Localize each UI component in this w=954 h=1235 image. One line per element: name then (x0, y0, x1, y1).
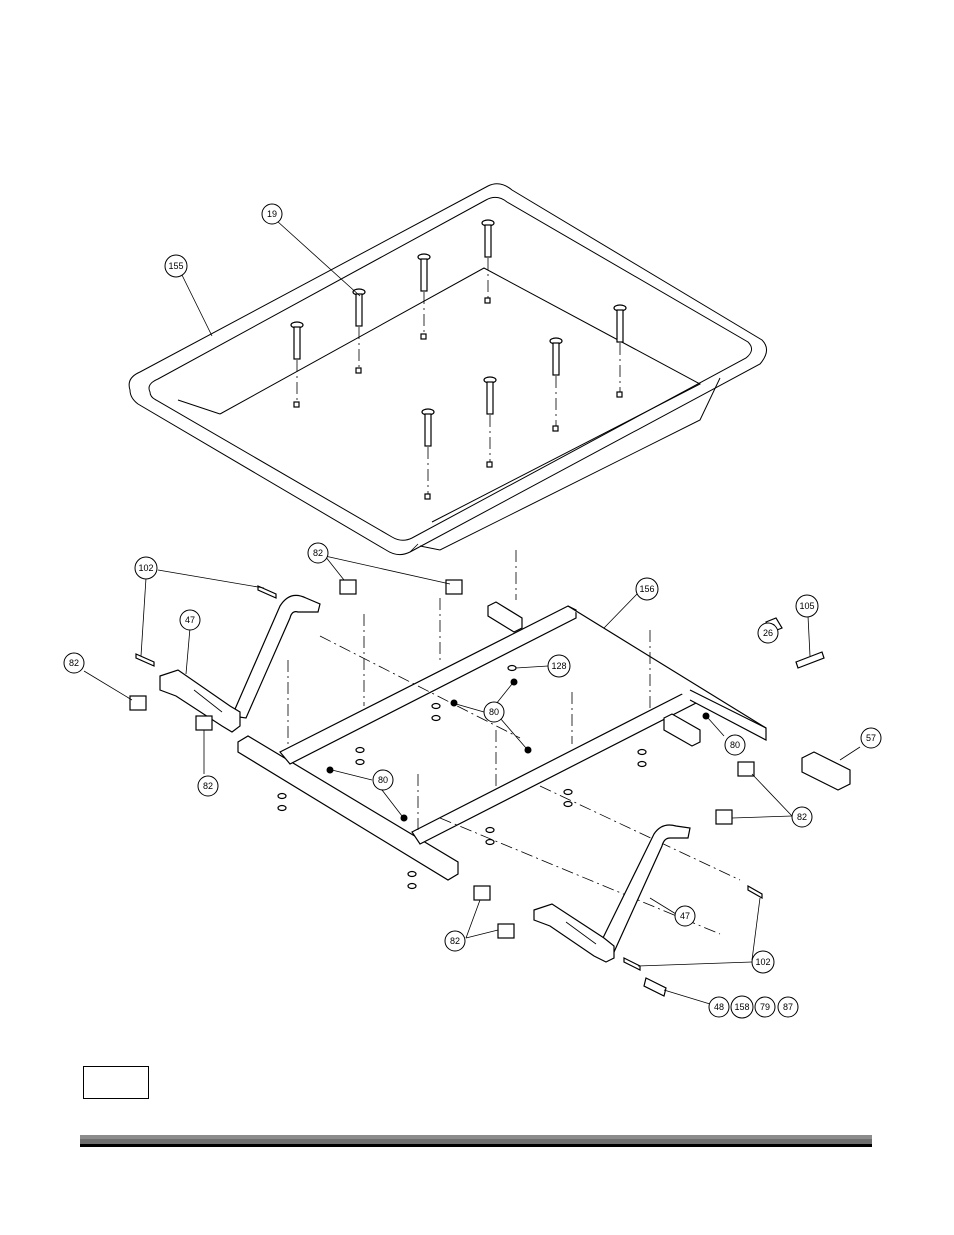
tub-bolt (421, 408, 435, 500)
tub-bolts (290, 219, 627, 500)
tub-bolt (481, 219, 495, 304)
svg-text:82: 82 (313, 548, 323, 558)
callout-128: 128 (547, 654, 571, 678)
svg-text:48: 48 (714, 1002, 724, 1012)
tub (128, 183, 767, 556)
leg-left (159, 594, 321, 733)
svg-text:156: 156 (639, 584, 654, 594)
svg-text:80: 80 (489, 707, 499, 717)
callout-80: 80 (483, 701, 505, 723)
svg-text:47: 47 (185, 615, 195, 625)
svg-text:105: 105 (799, 601, 814, 611)
callout-80: 80 (724, 734, 746, 756)
callout-79: 79 (754, 996, 776, 1018)
svg-text:80: 80 (730, 740, 740, 750)
footer-band-dark (80, 1144, 872, 1147)
tub-bolt (352, 288, 366, 374)
svg-text:80: 80 (378, 775, 388, 785)
svg-text:26: 26 (763, 628, 773, 638)
page-number-box (83, 1066, 149, 1099)
footer-rule (80, 1135, 872, 1149)
svg-text:79: 79 (760, 1002, 770, 1012)
callout-102: 102 (751, 950, 775, 974)
callout-158: 158 (730, 995, 754, 1019)
callout-47: 47 (674, 905, 696, 927)
svg-text:82: 82 (450, 936, 460, 946)
end-caps (129, 579, 755, 939)
tub-bolt (290, 321, 304, 408)
callout-82: 82 (63, 652, 85, 674)
frame (237, 550, 767, 935)
svg-text:19: 19 (267, 209, 277, 219)
callout-26: 26 (757, 622, 779, 644)
svg-text:158: 158 (734, 1002, 749, 1012)
svg-text:82: 82 (203, 781, 213, 791)
callout-155: 155 (164, 254, 188, 278)
callout-82: 82 (791, 806, 813, 828)
callout-156: 156 (635, 577, 659, 601)
tub-bolt (613, 304, 627, 398)
svg-text:82: 82 (69, 658, 79, 668)
tub-bolt (417, 253, 431, 340)
svg-text:87: 87 (783, 1002, 793, 1012)
callouts: 19 155 82 102 156 105 47 26 82 128 80 80… (63, 203, 882, 1019)
svg-text:57: 57 (866, 733, 876, 743)
callout-102: 102 (134, 556, 158, 580)
callout-82: 82 (307, 542, 329, 564)
svg-text:128: 128 (551, 661, 566, 671)
handle-tube (801, 751, 851, 791)
callout-57: 57 (860, 727, 882, 749)
callout-87: 87 (777, 996, 799, 1018)
callout-48: 48 (708, 996, 730, 1018)
bolts-and-pins (135, 585, 825, 997)
footer-band-mid (80, 1139, 872, 1144)
svg-text:102: 102 (755, 957, 770, 967)
tub-bolt (483, 376, 497, 468)
leader-lines (83, 220, 861, 1005)
callout-82: 82 (444, 930, 466, 952)
callout-80: 80 (372, 769, 394, 791)
footer-band-light (80, 1135, 872, 1139)
svg-text:82: 82 (797, 812, 807, 822)
callout-105: 105 (795, 594, 819, 618)
svg-text:47: 47 (680, 911, 690, 921)
callout-19: 19 (261, 203, 283, 225)
callout-47: 47 (179, 609, 201, 631)
tub-bolt (549, 337, 563, 432)
callout-82: 82 (197, 775, 219, 797)
svg-text:102: 102 (138, 563, 153, 573)
leg-right (533, 824, 691, 963)
nuts (277, 664, 710, 890)
svg-text:155: 155 (168, 261, 183, 271)
